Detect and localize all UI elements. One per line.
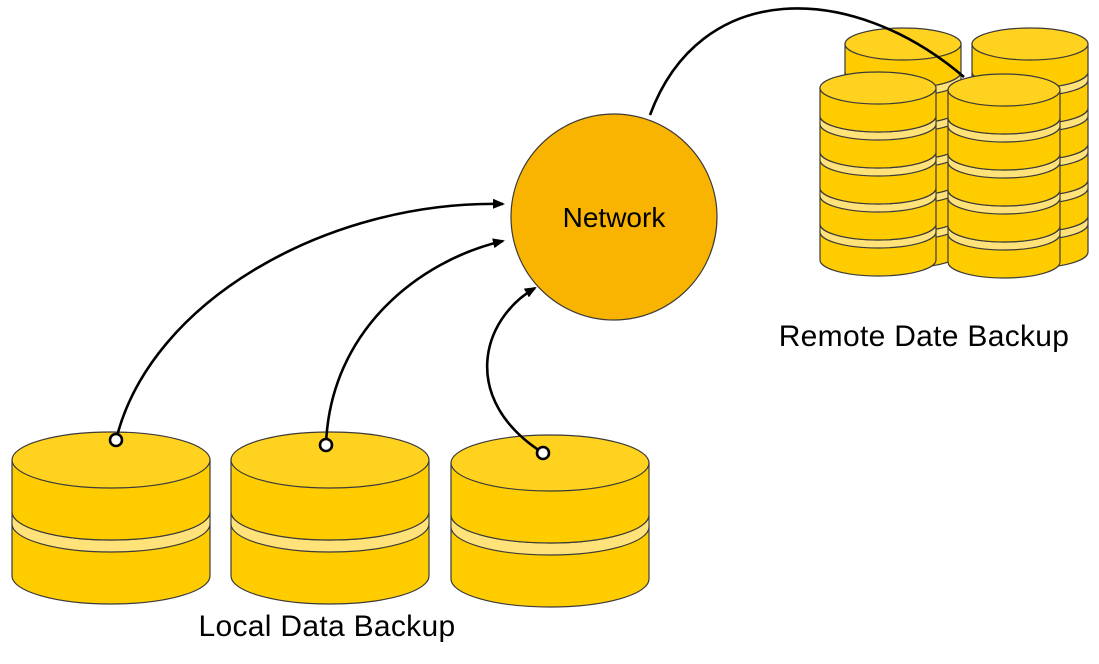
connection-port-local-3 xyxy=(535,445,551,461)
remote-database-stacks xyxy=(819,27,1089,279)
connector-local-1-network xyxy=(114,198,505,441)
connectors xyxy=(108,7,965,461)
disk-top xyxy=(819,71,937,105)
local-backup-caption: Local Data Backup xyxy=(199,610,456,643)
connector-local-2-network xyxy=(324,238,505,446)
disk-top xyxy=(844,27,962,61)
network-node: Network xyxy=(510,113,718,321)
remote-stack-front-left xyxy=(819,71,937,277)
disk-top xyxy=(11,431,211,489)
remote-stack-front-right xyxy=(947,73,1061,279)
disk-top xyxy=(947,73,1061,107)
disk-top xyxy=(230,431,430,489)
local-database-disks xyxy=(11,431,650,608)
local-disk-3 xyxy=(450,434,650,608)
connector-network-remote xyxy=(648,7,965,116)
local-disk-2 xyxy=(230,431,430,605)
local-disk-1 xyxy=(11,431,211,605)
network-circle xyxy=(510,113,718,321)
disk-top xyxy=(971,27,1089,61)
remote-backup-caption: Remote Date Backup xyxy=(779,320,1070,353)
connection-port-local-2 xyxy=(318,437,334,453)
connection-port-local-1 xyxy=(108,432,124,448)
disk-top xyxy=(450,434,650,492)
connector-local-3-network xyxy=(485,286,544,455)
network-label: Network xyxy=(563,202,667,233)
